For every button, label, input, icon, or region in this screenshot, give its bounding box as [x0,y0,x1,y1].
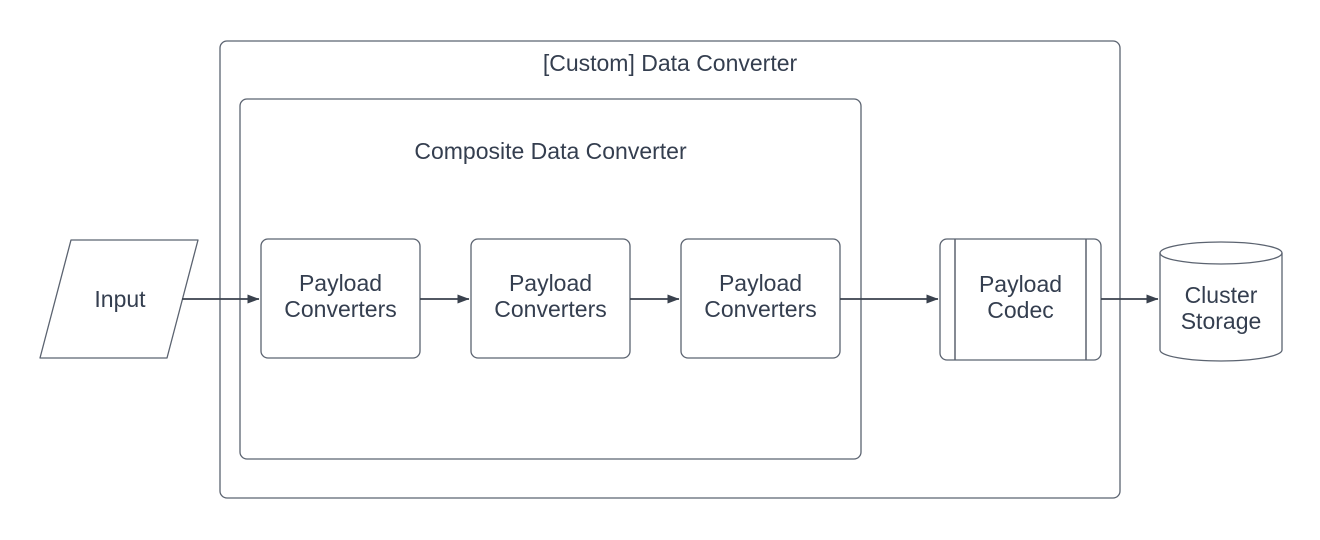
payload-converters-3-label: Payload Converters [681,270,840,322]
payload-converters-3-label-line2: Converters [704,296,817,322]
payload-converters-2-label: Payload Converters [471,270,630,322]
cluster-storage-node [1159,241,1283,362]
payload-converters-1-label-line2: Converters [284,296,397,322]
input-node [39,239,199,359]
payload-codec-label: Payload Codec [940,271,1101,323]
cluster-storage-label-line1: Cluster [1184,282,1258,308]
custom-data-converter-title: [Custom] Data Converter [542,50,798,76]
payload-converters-2-label-line2: Converters [494,296,607,322]
payload-codec-label-line1: Payload [978,271,1063,297]
payload-converters-1-label-line1: Payload [298,270,383,296]
payload-converters-1-label: Payload Converters [261,270,420,322]
payload-codec-label-line2: Codec [987,297,1054,323]
payload-converters-3-label-line1: Payload [718,270,803,296]
custom-data-converter-container [219,40,1121,499]
input-label: Input [94,286,146,312]
composite-data-converter-container [239,98,862,460]
cluster-storage-lid [1159,252,1283,265]
cluster-storage-label-line2: Storage [1180,308,1262,334]
cluster-storage-label: Cluster Storage [1160,282,1282,334]
composite-data-converter-title: Composite Data Converter [414,138,687,164]
payload-converters-2-label-line1: Payload [508,270,593,296]
